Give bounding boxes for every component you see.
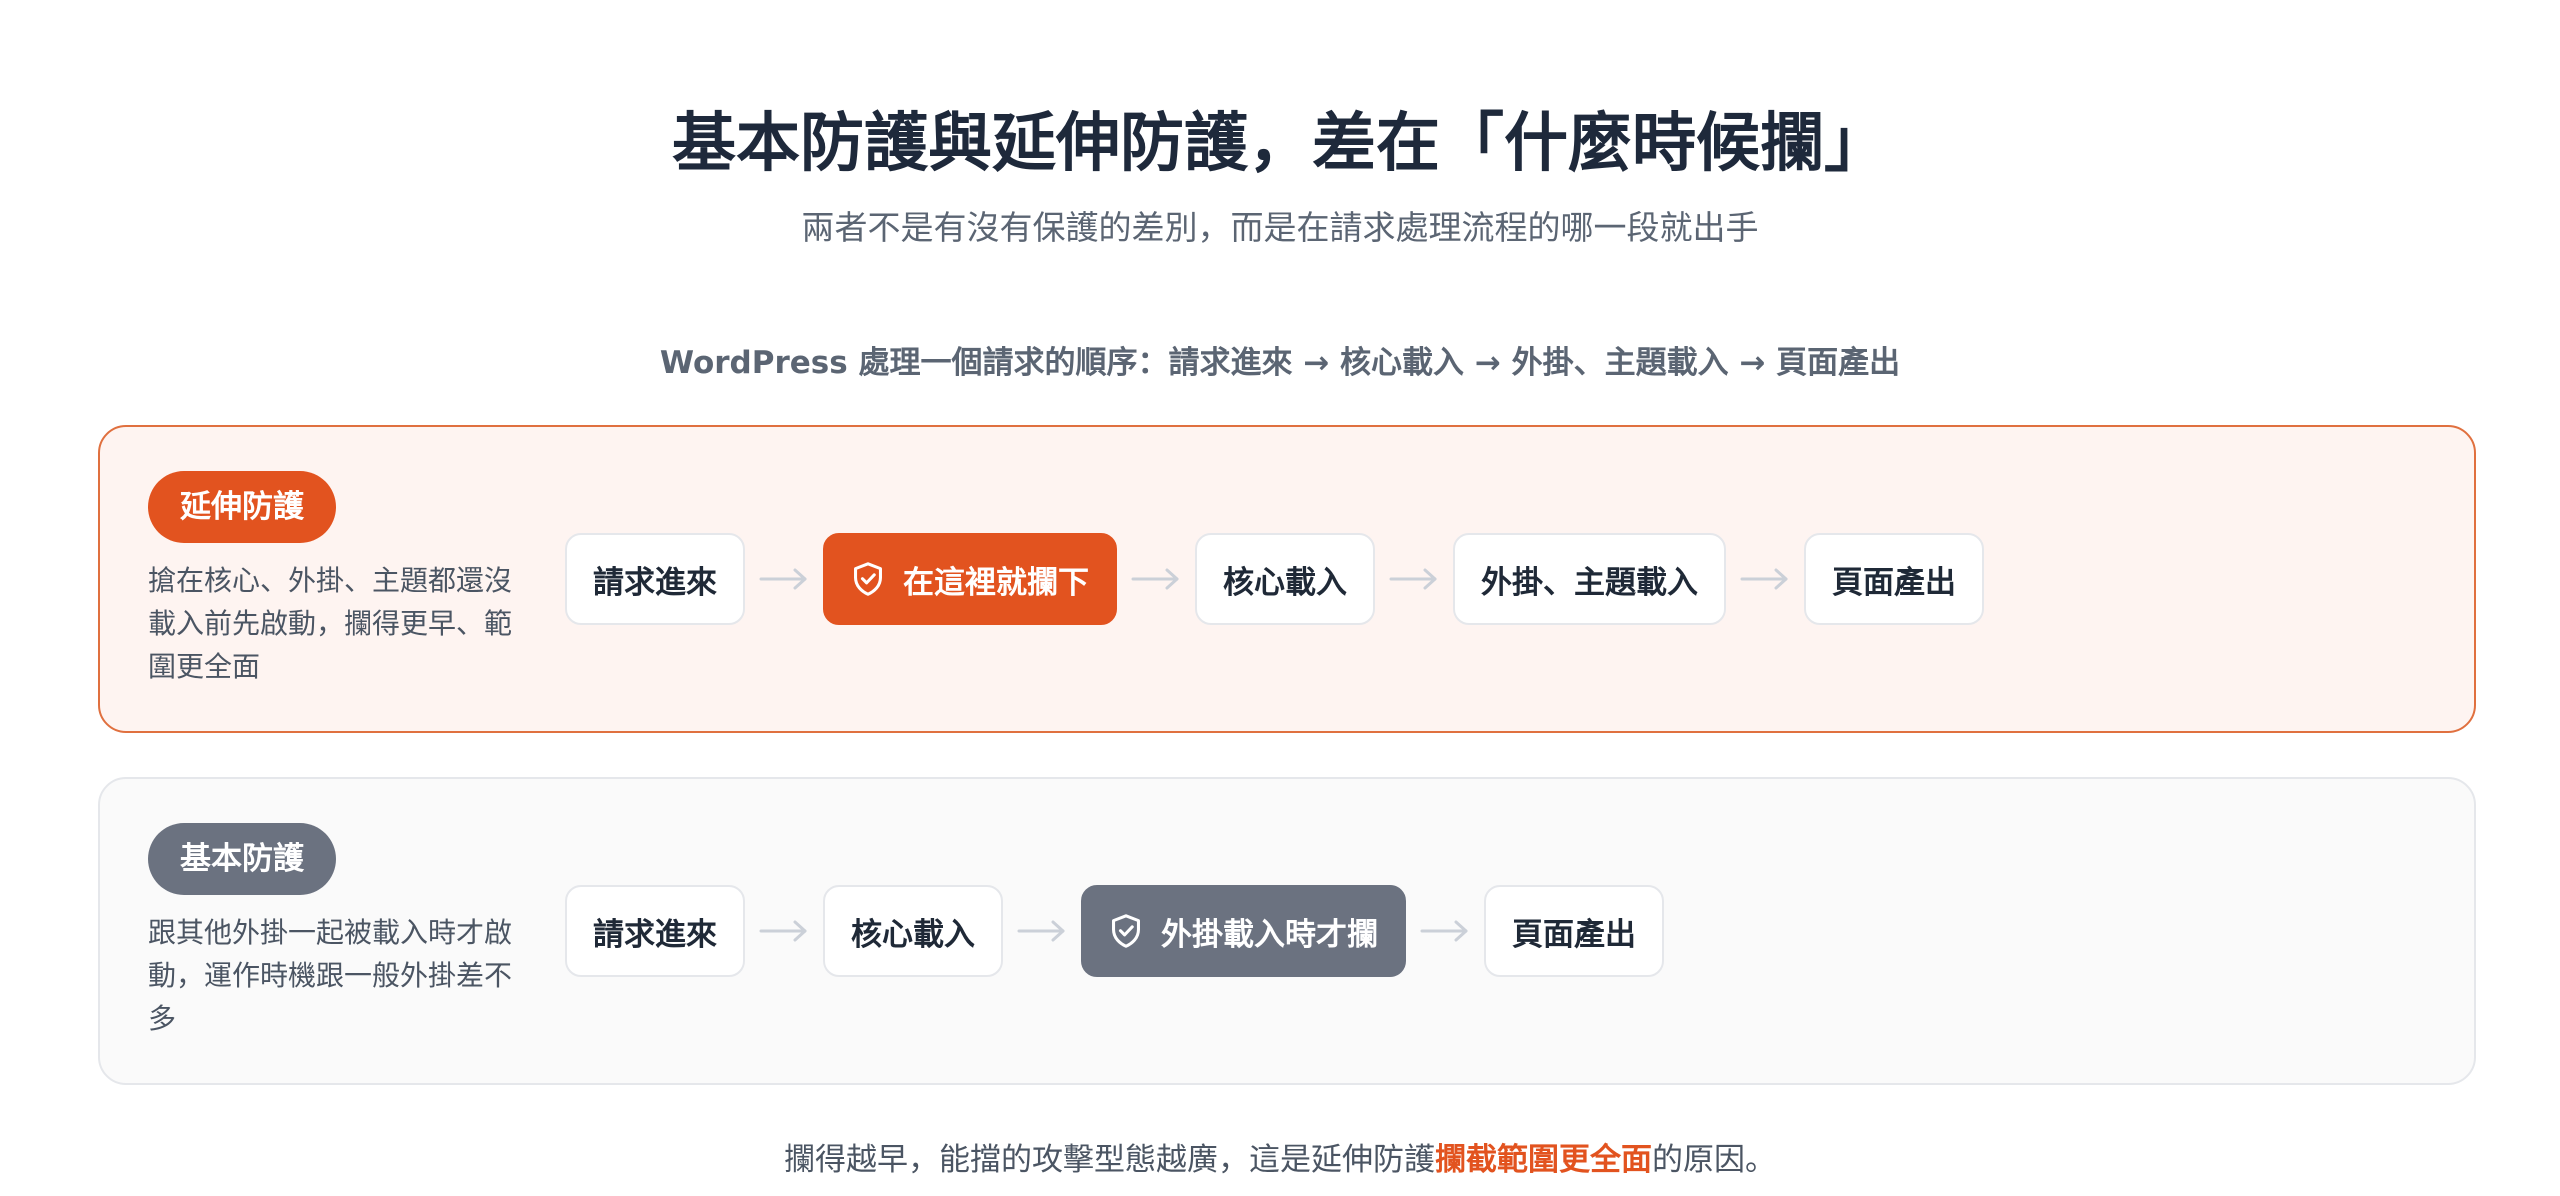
step-label: 頁面產出 — [1832, 564, 1956, 601]
arrow-right-icon — [745, 885, 823, 977]
extended-flow-step: 請求進來 — [565, 533, 745, 625]
arrow-right-icon — [1375, 533, 1453, 625]
arrow-right-icon — [1406, 885, 1484, 977]
basic-flow-step: 請求進來 — [565, 885, 745, 977]
footer-text-before: 攔得越早，能擋的攻擊型態越廣，這是延伸防護 — [784, 1142, 1435, 1178]
basic-protection-panel: 基本防護 跟其他外掛一起被載入時才啟動，運作時機跟一般外掛差不多 請求進來 核心載… — [98, 777, 2476, 1085]
footer-emphasis: 攔截範圍更全面 — [1435, 1142, 1652, 1178]
footer-text-after: 的原因。 — [1652, 1142, 1776, 1178]
shield-check-icon — [1109, 913, 1143, 949]
extended-flow-step: 頁面產出 — [1804, 533, 1984, 625]
step-label: 頁面產出 — [1512, 916, 1636, 953]
basic-flow-step: 核心載入 — [823, 885, 1003, 977]
basic-flow-step: 頁面產出 — [1484, 885, 1664, 977]
basic-protection-description: 跟其他外掛一起被載入時才啟動，運作時機跟一般外掛差不多 — [148, 916, 513, 1035]
arrow-right-icon — [745, 533, 823, 625]
extended-flow-step: 外掛、主題載入 — [1453, 533, 1726, 625]
step-label: 核心載入 — [851, 916, 975, 953]
step-label: 核心載入 — [1223, 564, 1347, 601]
step-label: 外掛、主題載入 — [1481, 564, 1698, 601]
extended-protection-badge: 延伸防護 — [148, 471, 336, 543]
step-label: 在這裡就攔下 — [903, 564, 1089, 601]
arrow-right-icon — [1117, 533, 1195, 625]
basic-protection-badge: 基本防護 — [148, 823, 336, 895]
arrow-right-icon — [1726, 533, 1804, 625]
extended-flow-step-highlight: 在這裡就攔下 — [823, 533, 1117, 625]
request-sequence: WordPress 處理一個請求的順序：請求進來 → 核心載入 → 外掛、主題載… — [659, 345, 1901, 381]
step-label: 請求進來 — [593, 564, 717, 601]
footer-note: 攔得越早，能擋的攻擊型態越廣，這是延伸防護攔截範圍更全面的原因。 — [0, 1138, 2560, 1182]
basic-flow-step-highlight: 外掛載入時才攔 — [1081, 885, 1406, 977]
extended-flow: 請求進來 在這裡就攔下 核心載入 外掛、主題載入 頁面產出 — [565, 533, 1984, 625]
page-title: 基本防護與延伸防護，差在「什麼時候攔」 — [672, 107, 1888, 181]
step-label: 外掛載入時才攔 — [1161, 916, 1378, 953]
extended-protection-description: 搶在核心、外掛、主題都還沒載入前先啟動，攔得更早、範圍更全面 — [148, 564, 513, 683]
shield-check-icon — [851, 561, 885, 597]
page-subtitle: 兩者不是有沒有保護的差別，而是在請求處理流程的哪一段就出手 — [801, 208, 1759, 247]
extended-flow-step: 核心載入 — [1195, 533, 1375, 625]
basic-flow: 請求進來 核心載入 外掛載入時才攔 頁面產出 — [565, 885, 1664, 977]
arrow-right-icon — [1003, 885, 1081, 977]
step-label: 請求進來 — [593, 916, 717, 953]
extended-protection-panel: 延伸防護 搶在核心、外掛、主題都還沒載入前先啟動，攔得更早、範圍更全面 請求進來… — [98, 425, 2476, 733]
